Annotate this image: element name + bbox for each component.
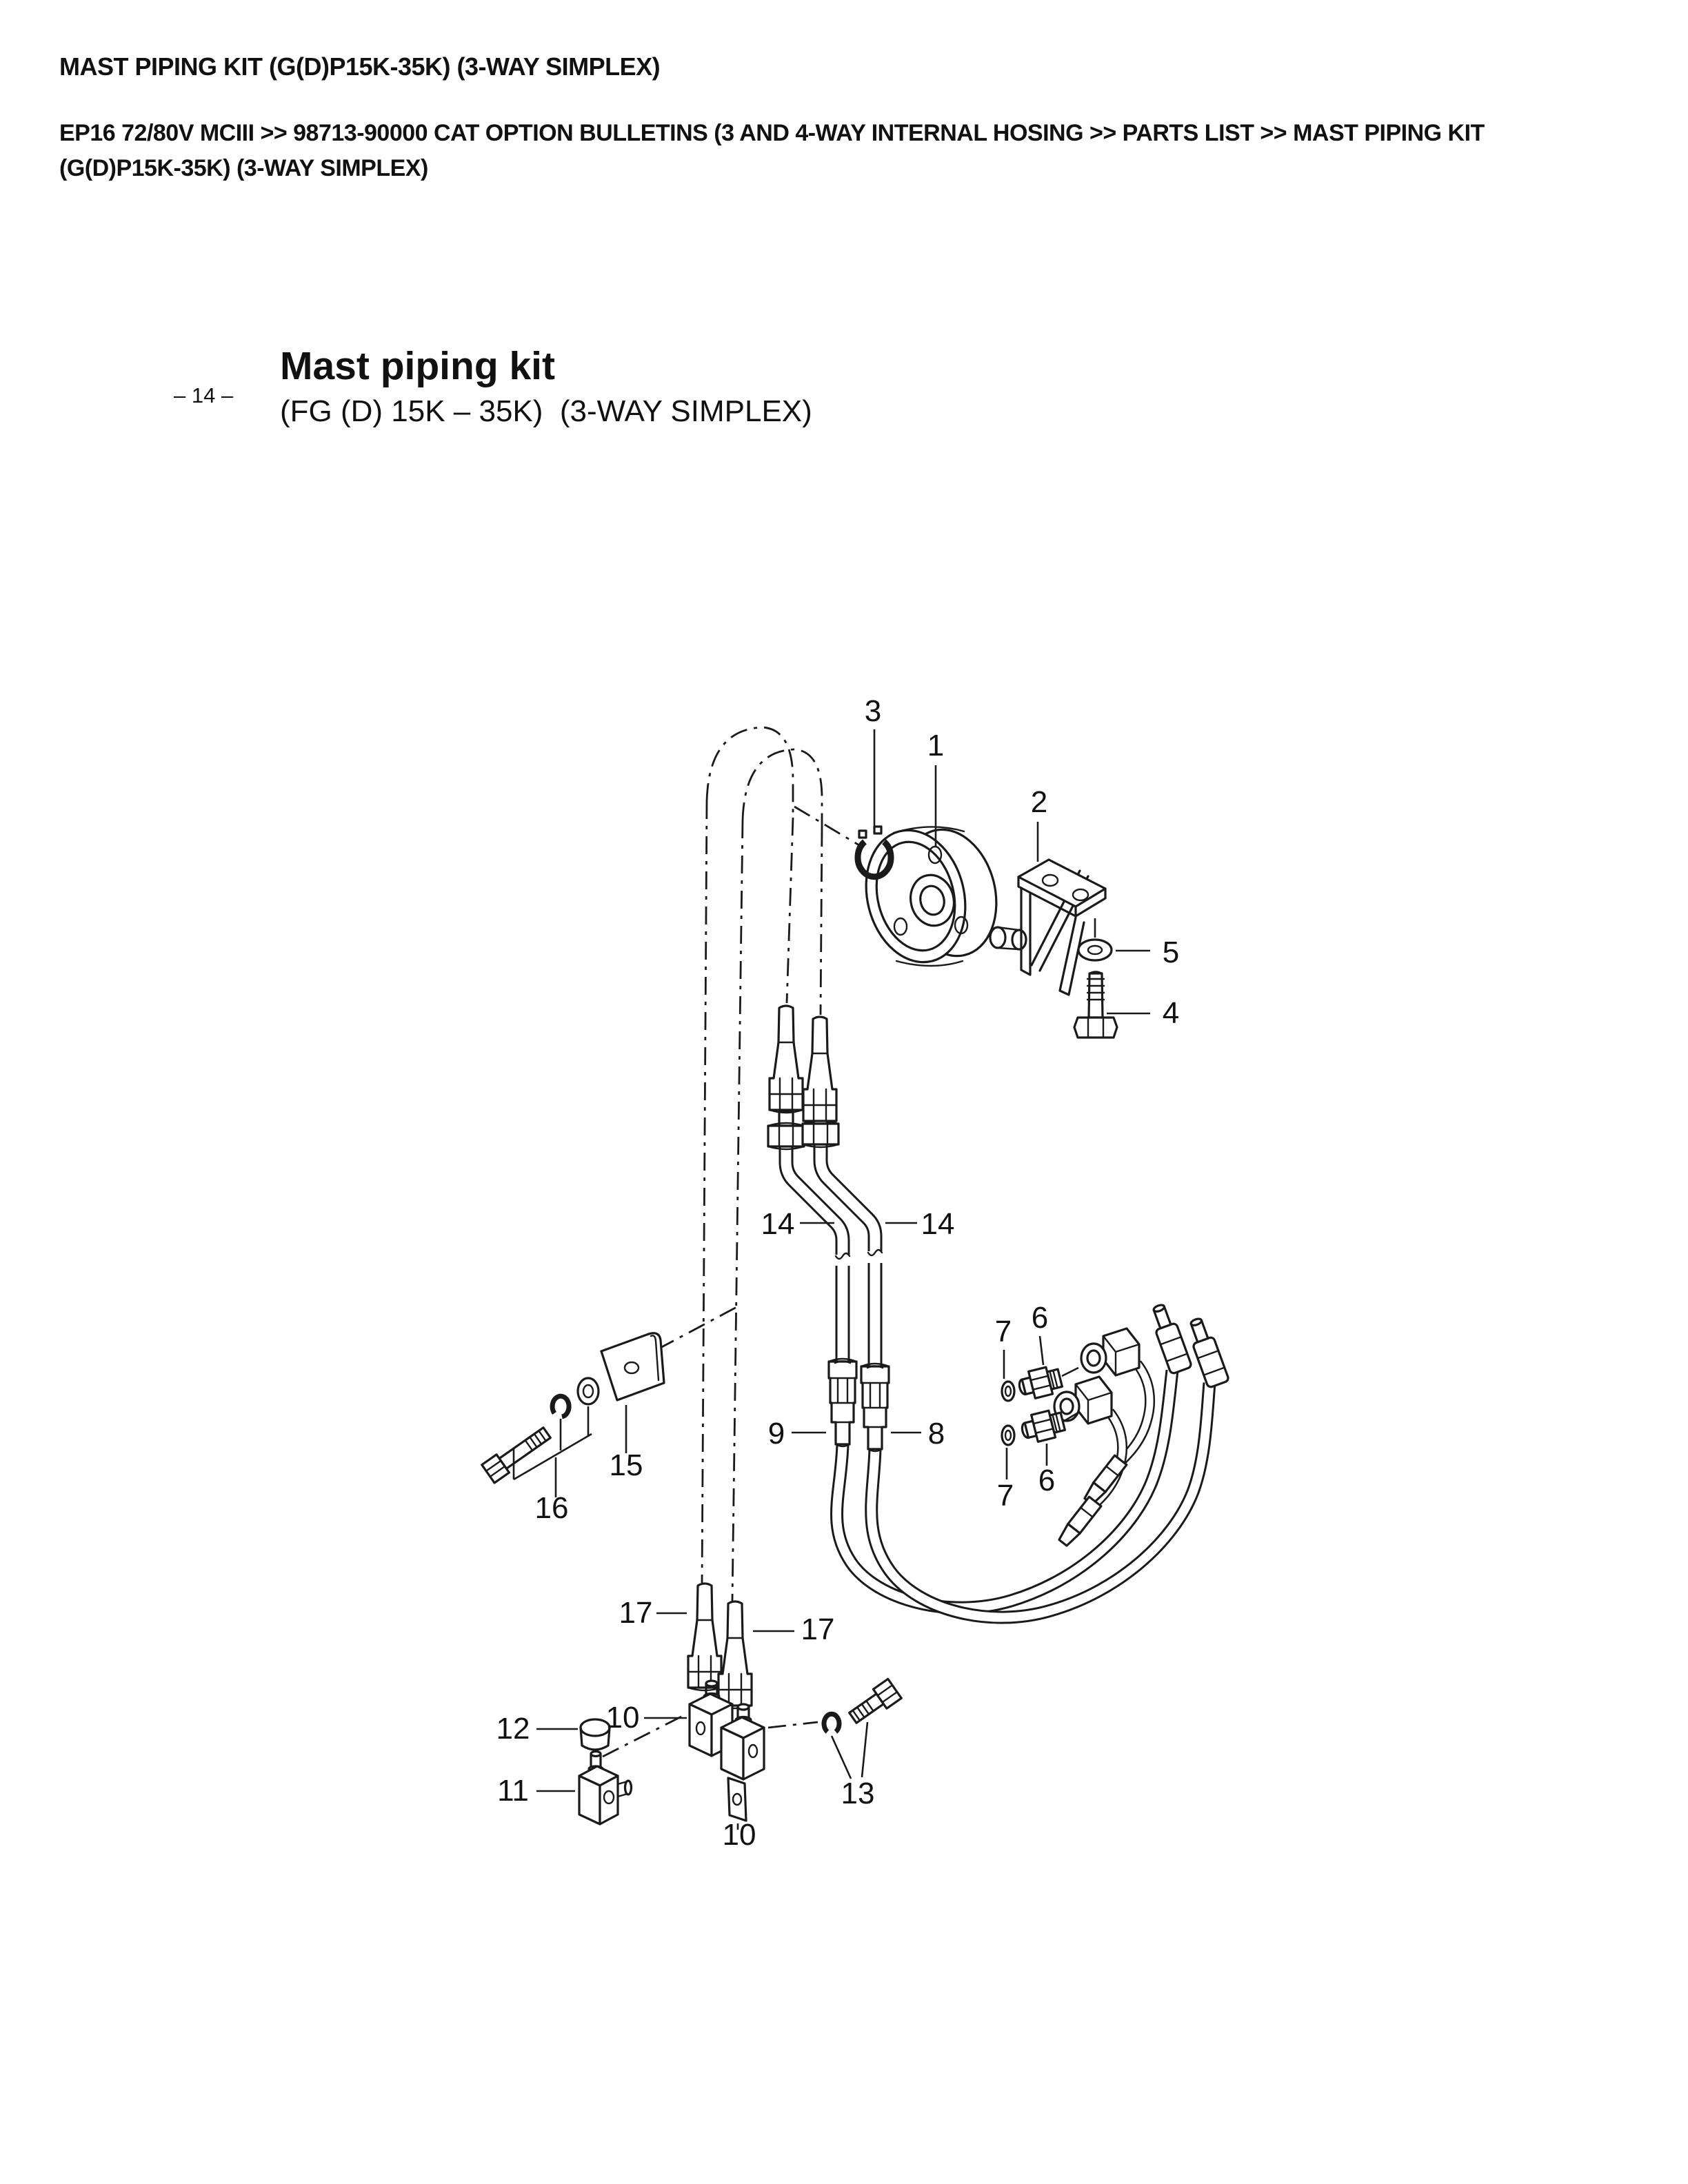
figure-subtitle: (FG (D) 15K – 35K) (3-WAY SIMPLEX) [280, 394, 812, 428]
hose-sleeve-end [1189, 1317, 1229, 1388]
page-number: – 14 – [174, 383, 234, 407]
callout-11: 11 [497, 1774, 529, 1808]
mounting-bracket [1017, 858, 1107, 996]
callout-3: 3 [865, 694, 881, 728]
callout-17-left: 17 [619, 1596, 653, 1630]
callout-9: 9 [768, 1417, 785, 1450]
callout-12: 12 [496, 1712, 530, 1746]
callout-labels: 3 1 2 5 4 14 14 6 7 9 8 6 7 15 16 17 17 … [496, 694, 1180, 1852]
manifold-block-10-b [720, 1703, 765, 1822]
union-connector-top [1018, 1366, 1063, 1399]
callout-10-top: 10 [606, 1701, 640, 1735]
callout-14-left: 14 [761, 1207, 795, 1241]
callout-7-bottom: 7 [997, 1479, 1014, 1513]
pulley-axle-boss [989, 926, 1027, 951]
hose-sleeve-end [1152, 1304, 1192, 1375]
leader-lines [512, 729, 1150, 1830]
callout-4: 4 [1163, 996, 1179, 1030]
hose-boot-17-left [687, 1582, 723, 1692]
breadcrumb-line-1: EP16 72/80V MCIII >> 98713-90000 CAT OPT… [59, 120, 1485, 146]
callout-14-right: 14 [921, 1207, 955, 1241]
elbow-block-11 [578, 1750, 633, 1826]
fitting-8 [860, 1362, 890, 1453]
breadcrumb-line-2: (G(D)P15K-35K) (3-WAY SIMPLEX) [59, 155, 428, 181]
union-connector-bottom [1021, 1409, 1066, 1443]
cap-12 [579, 1718, 611, 1751]
pulley-sheave [865, 826, 998, 967]
hose-boot-upper-right [802, 1015, 838, 1125]
hose-boot-17-right [717, 1600, 753, 1710]
washer-bolt-13 [821, 1677, 903, 1734]
o-ring-bottom [1001, 1424, 1016, 1446]
o-ring-top [1001, 1380, 1016, 1402]
callout-1: 1 [927, 729, 944, 762]
page-header-title: MAST PIPING KIT (G(D)P15K-35K) (3-WAY SI… [59, 52, 661, 81]
callout-8: 8 [928, 1417, 945, 1450]
bent-pipes-14 [767, 1106, 883, 1368]
callout-10-bottom: 10 [723, 1818, 756, 1852]
clamp-plate-15 [600, 1332, 665, 1402]
fitting-9 [827, 1357, 858, 1448]
callout-16: 16 [535, 1491, 569, 1525]
callout-7-top: 7 [995, 1315, 1012, 1348]
washer-5 [1077, 918, 1113, 962]
callout-13: 13 [841, 1777, 875, 1810]
elbow-fittings [1053, 1327, 1156, 1547]
callout-5: 5 [1163, 936, 1179, 969]
hose-boot-upper-left [768, 1004, 804, 1114]
callout-6-bottom: 6 [1038, 1464, 1055, 1497]
breadcrumb: EP16 72/80V MCIII >> 98713-90000 CAT OPT… [59, 116, 1666, 186]
callout-15: 15 [610, 1448, 643, 1482]
callout-17-right: 17 [801, 1612, 835, 1646]
hydraulic-hoses [830, 1304, 1229, 1624]
figure-title: Mast piping kit [280, 344, 555, 388]
bolt-4 [1073, 971, 1118, 1039]
callout-2: 2 [1031, 785, 1047, 819]
bolt-washers-16 [481, 1377, 600, 1484]
callout-6-top: 6 [1032, 1301, 1048, 1335]
